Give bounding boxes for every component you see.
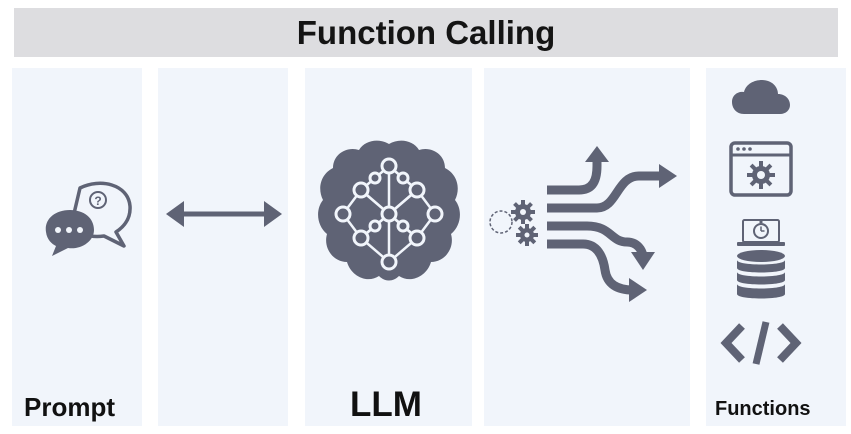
laptop-clock-icon <box>737 219 785 246</box>
title-banner: Function Calling <box>14 8 838 57</box>
double-arrow-icon <box>166 201 282 227</box>
code-icon <box>720 321 802 365</box>
browser-settings-icon <box>729 141 793 197</box>
diagram-title: Function Calling <box>296 13 556 51</box>
svg-text:?: ? <box>94 194 101 208</box>
connector-panel <box>158 68 288 426</box>
llm-label: LLM <box>350 385 422 424</box>
functions-label: Functions <box>715 398 811 420</box>
cloud-icon <box>732 80 790 114</box>
database-icon <box>737 250 785 299</box>
functions-panel <box>706 68 846 426</box>
gears-branching-arrows-icon <box>489 146 677 302</box>
prompt-label: Prompt <box>24 392 115 422</box>
brain-network-icon <box>318 140 460 281</box>
chat-bubbles-question-icon: ? <box>45 181 132 256</box>
